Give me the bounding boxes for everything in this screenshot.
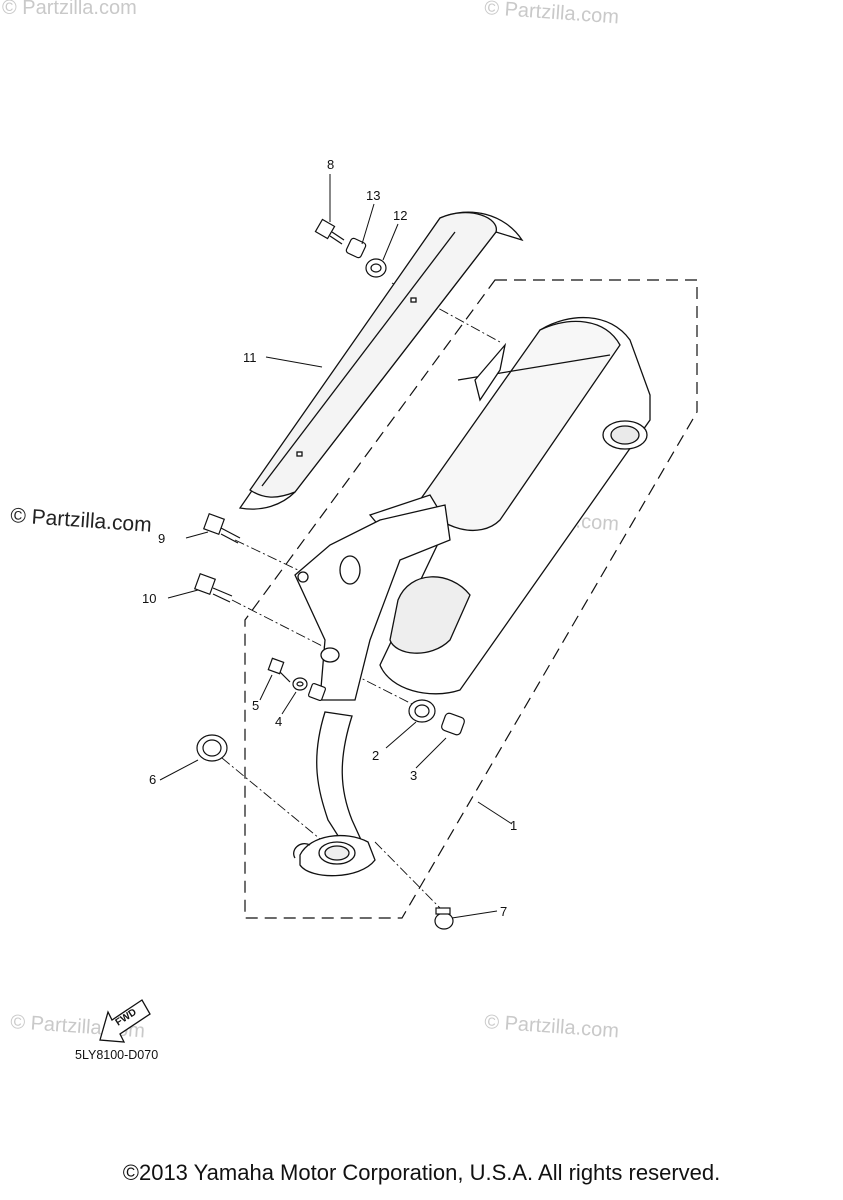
watermark-top-right: © Partzilla.com (484, 0, 620, 28)
callout-13: 13 (366, 188, 380, 203)
bolt-5 (267, 657, 291, 683)
callout-7: 7 (500, 904, 507, 919)
bolt-7 (434, 907, 454, 930)
callout-12: 12 (393, 208, 407, 223)
washer-4 (292, 677, 308, 691)
muffler (368, 316, 651, 695)
collar-small (307, 682, 327, 702)
collar-13 (345, 237, 367, 259)
bolt-10 (193, 572, 233, 603)
bolt-8 (314, 218, 345, 245)
copyright-notice: ©2013 Yamaha Motor Corporation, U.S.A. A… (122, 1160, 721, 1185)
damper-2 (408, 699, 436, 723)
exhaust-pipe (293, 711, 376, 877)
grommet-12 (365, 258, 387, 278)
callout-8: 8 (327, 157, 334, 172)
callout-2: 2 (372, 748, 379, 763)
heat-protector (238, 211, 524, 510)
diagram-code: 5LY8100-D070 (75, 1048, 158, 1062)
callout-1: 1 (510, 818, 517, 833)
callout-6: 6 (149, 772, 156, 787)
callout-10: 10 (142, 591, 156, 606)
bolt-9 (202, 512, 241, 544)
callout-4: 4 (275, 714, 282, 729)
collar-3 (441, 712, 465, 736)
assembly-boundary (244, 279, 698, 919)
watermark-top-left: © Partzilla.com (2, 0, 137, 19)
callout-11: 11 (243, 350, 257, 365)
watermark-mid-left: © Partzilla.com (10, 504, 153, 537)
gasket-6 (196, 734, 228, 762)
leader-lines (159, 174, 513, 919)
mounting-bracket (294, 504, 451, 701)
callout-3: 3 (410, 768, 417, 783)
callout-5: 5 (252, 698, 259, 713)
watermark-bottom-right: © Partzilla.com (484, 1011, 620, 1042)
callout-9: 9 (158, 531, 165, 546)
